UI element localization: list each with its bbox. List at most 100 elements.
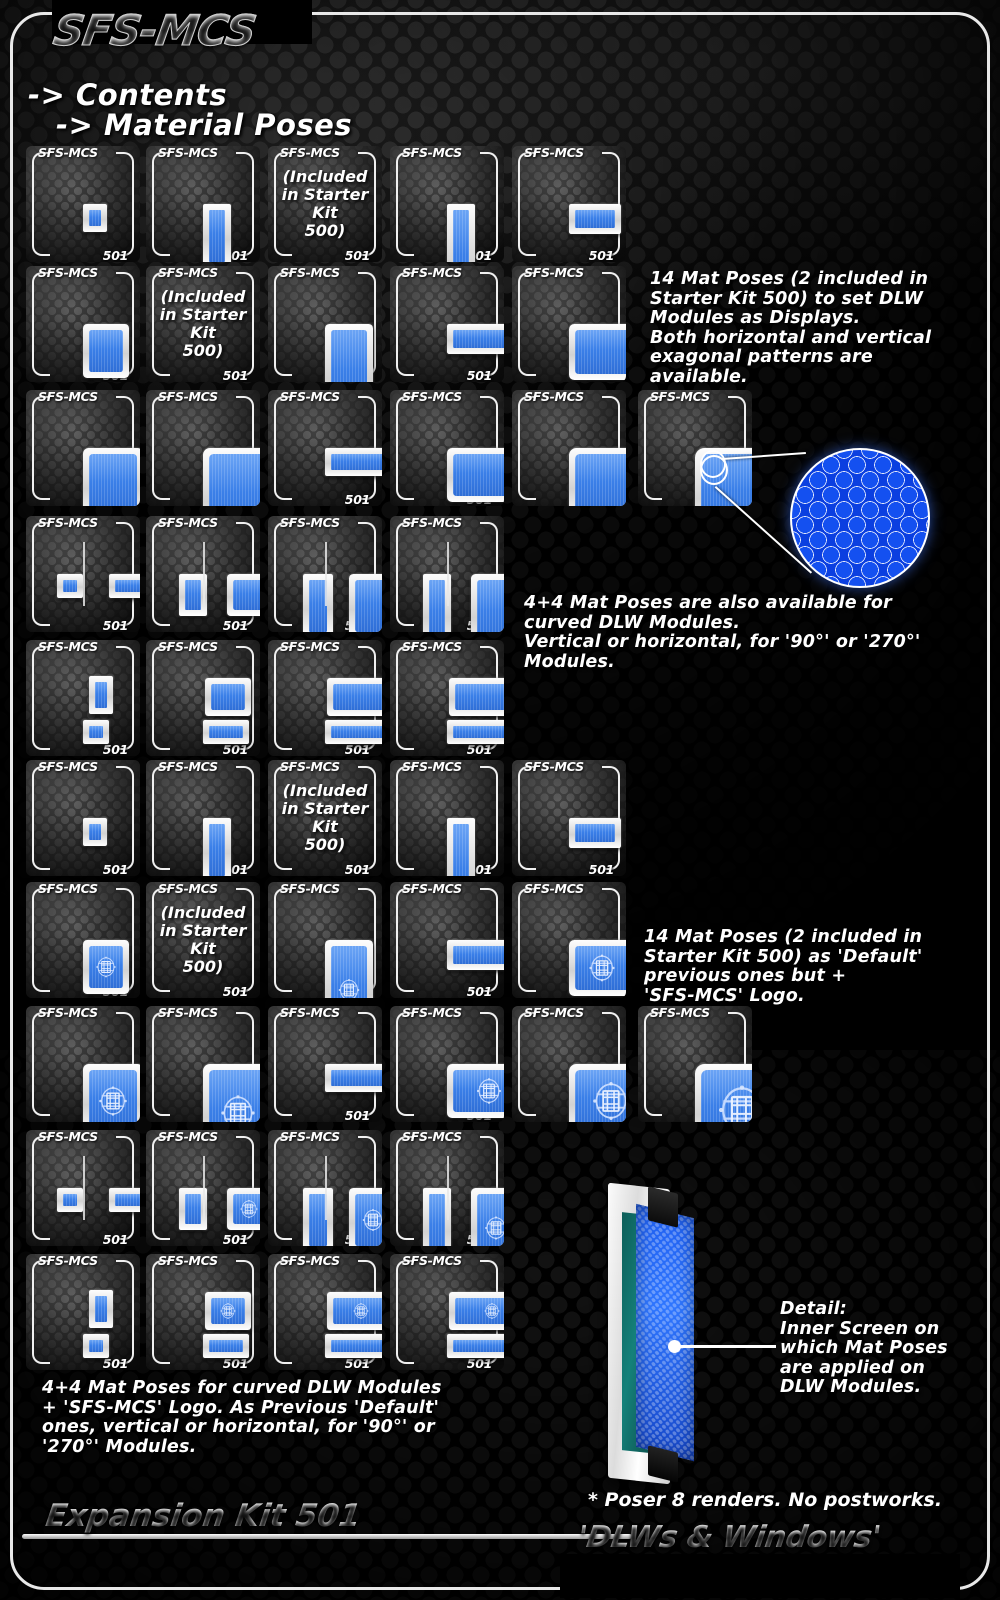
mat-pose-tile[interactable]: SFS-MCS 501 [512,760,626,876]
tile-brand-label: SFS-MCS [402,516,462,530]
mat-pose-tile[interactable]: SFS-MCS 501 [390,390,504,506]
tile-brand-label: SFS-MCS [158,760,218,774]
tile-brand-label: SFS-MCS [158,1006,218,1020]
mat-pose-tile[interactable]: SFS-MCS 501 [268,640,382,756]
mat-pose-tile[interactable]: SFS-MCS 501 [26,1006,140,1122]
mat-pose-tile[interactable]: SFS-MCS 501 [146,640,260,756]
tile-brand-label: SFS-MCS [38,1130,98,1144]
mat-pose-tile[interactable]: SFS-MCS 501 [390,1006,504,1122]
tile-brand-label: SFS-MCS [524,390,584,404]
mat-pose-tile[interactable]: SFS-MCS 501 [268,1130,382,1246]
mat-pose-tile[interactable]: SFS-MCS 501 [146,1254,260,1370]
mat-pose-tile[interactable]: SFS-MCS 501 [390,882,504,998]
sfs-mcs-logo-mark [240,1199,258,1219]
tile-brand-label: SFS-MCS [38,1006,98,1020]
mat-pose-tile[interactable]: SFS-MCS 501 [26,640,140,756]
mat-pose-screen [325,324,373,382]
tile-kit-label: 501 [588,862,615,876]
mat-pose-tile[interactable]: SFS-MCS 501 [390,146,504,262]
mat-pose-screen [203,720,249,744]
mat-pose-screen [447,448,504,502]
mat-pose-tile[interactable]: SFS-MCS 501 (Included in Starter Kit 500… [268,146,382,262]
tile-note-text: (Included in Starter Kit 500) [159,287,247,360]
mat-pose-tile[interactable]: SFS-MCS 501 [390,516,504,632]
frame-gap-top [52,0,312,44]
tile-kit-label: 501 [102,862,129,876]
mat-pose-tile[interactable]: SFS-MCS 501 [512,146,626,262]
mat-pose-tile[interactable]: SFS-MCS 501 [26,760,140,876]
tile-brand-label: SFS-MCS [38,882,98,896]
mat-pose-tile[interactable]: SFS-MCS 501 [390,1254,504,1370]
mat-pose-tile[interactable]: SFS-MCS 501 [26,1254,140,1370]
mat-pose-tile[interactable]: SFS-MCS 501 [638,1006,752,1122]
mat-pose-tile[interactable]: SFS-MCS 501 [390,760,504,876]
tile-brand-label: SFS-MCS [402,882,462,896]
sfs-mcs-logo-mark [484,1303,500,1319]
tile-brand-label: SFS-MCS [38,390,98,404]
mat-pose-screen [471,574,504,632]
mat-pose-tile[interactable]: SFS-MCS 501 [512,390,626,506]
mat-pose-tile[interactable]: SFS-MCS 501 [26,266,140,382]
mat-pose-screen [203,818,231,876]
mat-pose-tile[interactable]: SFS-MCS 501 [146,516,260,632]
mat-pose-screen [89,676,113,714]
mat-pose-tile[interactable]: SFS-MCS 501 [268,390,382,506]
mat-pose-screen [83,324,129,378]
mat-pose-tile[interactable]: SFS-MCS 501 [512,882,626,998]
mat-pose-tile[interactable]: SFS-MCS 501 [268,516,382,632]
mat-pose-screen [447,1334,504,1358]
mat-pose-screen [83,1334,109,1358]
mat-pose-tile[interactable]: SFS-MCS 501 [26,146,140,262]
mat-pose-screen [569,204,621,234]
mat-pose-screen [205,678,251,716]
mat-pose-screen [569,940,626,996]
sfs-mcs-logo-mark [718,1085,752,1122]
mat-pose-tile[interactable]: SFS-MCS 501 [512,266,626,382]
mat-pose-tile[interactable]: SFS-MCS 501 [146,146,260,262]
mat-pose-tile[interactable]: SFS-MCS 501 [146,390,260,506]
mat-pose-tile[interactable]: SFS-MCS 501 [146,760,260,876]
mat-pose-screen [83,940,129,994]
mat-pose-tile[interactable]: SFS-MCS 501 [638,390,752,506]
tile-kit-label: 501 [222,984,249,998]
mat-pose-screen [569,1064,626,1122]
mat-pose-tile[interactable]: SFS-MCS 501 [390,640,504,756]
tile-kit-label: 501 [466,368,493,382]
mat-pose-tile[interactable]: SFS-MCS 501 (Included in Starter Kit 500… [146,882,260,998]
detail-lead-line [676,1345,776,1348]
mat-pose-tile[interactable]: SFS-MCS 501 (Included in Starter Kit 500… [146,266,260,382]
tile-kit-label: 501 [344,1108,371,1122]
mat-pose-tile[interactable]: SFS-MCS 501 [26,1130,140,1246]
tile-brand-label: SFS-MCS [280,1130,340,1144]
tile-brand-label: SFS-MCS [524,266,584,280]
mat-pose-tile[interactable]: SFS-MCS 501 [268,1006,382,1122]
mat-pose-tile[interactable]: SFS-MCS 501 (Included in Starter Kit 500… [268,760,382,876]
mat-pose-tile[interactable]: SFS-MCS 501 [26,390,140,506]
mat-pose-tile[interactable]: SFS-MCS 501 [268,1254,382,1370]
sfs-mcs-logo-mark [476,1078,502,1104]
mat-pose-tile[interactable]: SFS-MCS 501 [512,1006,626,1122]
mat-pose-tile[interactable]: SFS-MCS 501 [268,266,382,382]
tile-brand-label: SFS-MCS [158,640,218,654]
tile-brand-label: SFS-MCS [524,882,584,896]
mat-pose-tile[interactable]: SFS-MCS 501 [146,1006,260,1122]
mat-pose-tile[interactable]: SFS-MCS 501 [26,882,140,998]
mat-pose-tile[interactable]: SFS-MCS 501 [26,516,140,632]
heading-material-poses: -> Material Poses [56,108,353,142]
tile-kit-label: 501 [344,248,371,262]
mat-pose-screen [449,678,504,716]
mat-pose-screen [57,574,83,598]
mat-pose-screen [447,818,475,876]
mat-pose-screen [349,1188,382,1246]
mat-pose-tile[interactable]: SFS-MCS 501 [390,266,504,382]
mat-pose-tile[interactable]: SFS-MCS 501 [268,882,382,998]
mat-pose-screen [179,574,207,616]
mat-pose-screen [569,818,621,848]
tile-brand-label: SFS-MCS [524,1006,584,1020]
mat-pose-tile[interactable]: SFS-MCS 501 [390,1130,504,1246]
mat-pose-screen [109,574,140,598]
mat-pose-screen [327,678,382,716]
product-logo: SFS-MCS [50,6,260,56]
mat-pose-screen [447,1064,504,1118]
mat-pose-tile[interactable]: SFS-MCS 501 [146,1130,260,1246]
